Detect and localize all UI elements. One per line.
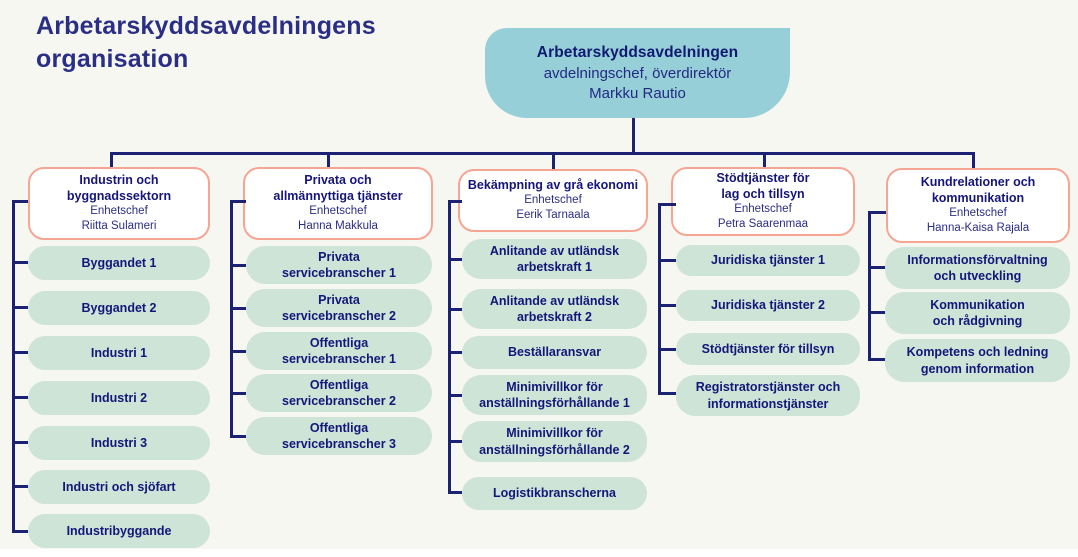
connector-tick (448, 491, 462, 494)
connector-tick (658, 348, 676, 351)
org-item: Industri 3 (28, 426, 210, 460)
unit-role: Enhetschef (309, 204, 367, 217)
connector-tick (868, 266, 885, 269)
connector-tick (230, 307, 246, 310)
unit-person: Eerik Tarnaala (516, 209, 590, 222)
org-item: Beställaransvar (462, 336, 647, 369)
connector-top-rail (110, 152, 975, 155)
root-unit-name: Arbetarskyddsavdelningen (536, 44, 739, 61)
connector-header-link-col1 (12, 200, 28, 203)
connector-spine-col4 (658, 203, 661, 395)
connector-tick (230, 435, 246, 438)
connector-tick (230, 264, 246, 267)
connector-stub-col2 (327, 152, 330, 168)
org-item: Industri 2 (28, 381, 210, 415)
connector-spine-col5 (868, 211, 871, 361)
connector-tick (12, 261, 28, 264)
org-item: Kommunikation och rådgivning (885, 292, 1070, 334)
unit-person: Hanna-Kaisa Rajala (926, 221, 1030, 234)
connector-stub-col5 (972, 152, 975, 169)
org-item: Privata servicebranscher 1 (246, 246, 432, 284)
org-item: Juridiska tjänster 2 (676, 290, 860, 321)
org-item: Informationsförvaltning och utveckling (885, 247, 1070, 289)
org-item: Industri och sjöfart (28, 470, 210, 504)
unit-role: Enhetschef (524, 194, 582, 207)
org-item: Offentliga servicebranscher 3 (246, 417, 432, 455)
connector-tick (230, 350, 246, 353)
connector-header-link-col4 (658, 203, 676, 206)
connector-tick (868, 311, 885, 314)
connector-header-link-col2 (230, 200, 246, 203)
connector-tick (12, 396, 28, 399)
org-item: Privata servicebranscher 2 (246, 289, 432, 327)
unit-role: Enhetschef (949, 206, 1007, 219)
connector-tick (12, 530, 28, 533)
connector-spine-col1 (12, 200, 15, 533)
connector-tick (868, 358, 885, 361)
org-item: Minimivillkor för anställningsförhålland… (462, 421, 647, 462)
connector-tick (448, 351, 462, 354)
org-item: Byggandet 1 (28, 246, 210, 280)
unit-header-privata-tjanster: Privata och allmännyttiga tjänster Enhet… (243, 167, 433, 240)
connector-tick (448, 308, 462, 311)
unit-header-stodtjanster: Stödtjänster för lag och tillsyn Enhetsc… (671, 167, 855, 236)
connector-tick (448, 440, 462, 443)
connector-root-drop (632, 118, 635, 152)
org-item: Offentliga servicebranscher 1 (246, 332, 432, 370)
unit-person: Hanna Makkula (298, 219, 378, 232)
unit-title: Stödtjänster för lag och tillsyn (716, 171, 810, 201)
org-item: Offentliga servicebranscher 2 (246, 374, 432, 412)
connector-stub-col3 (552, 152, 555, 170)
bottom-strip (0, 549, 1078, 557)
org-item: Industri 1 (28, 336, 210, 370)
connector-tick (230, 392, 246, 395)
unit-title: Privata och allmännyttiga tjänster (273, 173, 403, 203)
unit-header-gra-ekonomi: Bekämpning av grå ekonomi Enhetschef Eer… (458, 169, 648, 232)
org-item: Anlitande av utländsk arbetskraft 1 (462, 239, 647, 279)
root-node: Arbetarskyddsavdelningen avdelningschef,… (485, 28, 790, 118)
connector-spine-col3 (448, 200, 451, 494)
connector-tick (658, 304, 676, 307)
org-item: Minimivillkor för anställningsförhålland… (462, 375, 647, 415)
unit-person: Petra Saarenmaa (717, 217, 809, 230)
unit-role: Enhetschef (734, 202, 792, 215)
connector-tick (12, 306, 28, 309)
connector-tick (658, 392, 676, 395)
root-person: Markku Rautio (589, 85, 686, 102)
connector-tick (448, 258, 462, 261)
connector-tick (448, 394, 462, 397)
connector-spine-col2 (230, 200, 233, 438)
org-item: Registratorstjänster och informationstjä… (676, 375, 860, 416)
unit-title: Bekämpning av grå ekonomi (467, 177, 639, 192)
connector-header-link-col5 (868, 211, 886, 214)
org-item: Anlitande av utländsk arbetskraft 2 (462, 289, 647, 329)
unit-header-kundrelationer: Kundrelationer och kommunikation Enhetsc… (886, 168, 1070, 243)
org-item: Juridiska tjänster 1 (676, 245, 860, 276)
unit-title: Industrin och byggnadssektorn (66, 173, 172, 203)
org-item: Kompetens och ledning genom information (885, 339, 1070, 382)
unit-title: Kundrelationer och kommunikation (920, 175, 1036, 205)
connector-tick (12, 485, 28, 488)
root-role: avdelningschef, överdirektör (543, 65, 732, 82)
unit-role: Enhetschef (90, 204, 148, 217)
connector-stub-col1 (110, 152, 113, 168)
page-title: Arbetarskyddsavdelningens organisation (36, 12, 376, 73)
connector-stub-col4 (763, 152, 766, 168)
org-item: Stödtjänster för tillsyn (676, 333, 860, 365)
connector-header-link-col3 (448, 200, 462, 203)
connector-tick (658, 259, 676, 262)
org-item: Logistikbranscherna (462, 477, 647, 510)
connector-tick (12, 441, 28, 444)
unit-header-industrin: Industrin och byggnadssektorn Enhetschef… (28, 167, 210, 240)
connector-tick (12, 351, 28, 354)
org-item: Industribyggande (28, 514, 210, 548)
org-item: Byggandet 2 (28, 291, 210, 325)
unit-person: Riitta Sulameri (81, 219, 157, 232)
